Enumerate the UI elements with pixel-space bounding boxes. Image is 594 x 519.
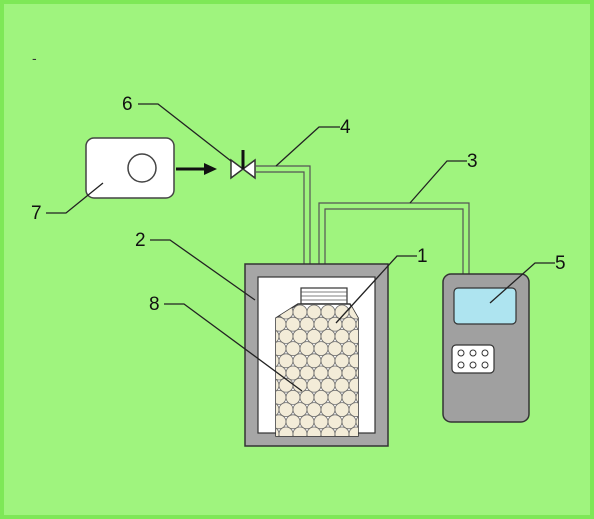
particle bbox=[306, 377, 322, 393]
particle bbox=[278, 328, 294, 344]
particle bbox=[299, 389, 315, 405]
outlet-pipe bbox=[318, 202, 470, 288]
particle bbox=[334, 402, 350, 418]
particle bbox=[334, 353, 350, 369]
particle bbox=[285, 341, 301, 357]
particle bbox=[313, 365, 329, 381]
particle bbox=[313, 389, 329, 405]
particle bbox=[341, 389, 357, 405]
particle bbox=[278, 353, 294, 369]
particle bbox=[341, 316, 357, 332]
particle bbox=[320, 353, 336, 369]
particle bbox=[348, 377, 358, 393]
particle bbox=[355, 316, 358, 332]
particle bbox=[299, 316, 315, 332]
particle bbox=[278, 377, 294, 393]
particle bbox=[348, 353, 358, 369]
particle bbox=[313, 414, 329, 430]
valve bbox=[230, 150, 256, 180]
particle bbox=[292, 328, 308, 344]
particle bbox=[320, 402, 336, 418]
particle bbox=[285, 414, 301, 430]
particle bbox=[341, 365, 357, 381]
particle bbox=[299, 365, 315, 381]
label-2: 2 bbox=[135, 230, 146, 251]
particle bbox=[334, 328, 350, 344]
particle bbox=[299, 414, 315, 430]
particle bbox=[320, 328, 336, 344]
particle bbox=[348, 426, 358, 436]
inlet-pipe bbox=[255, 165, 311, 288]
label-1: 1 bbox=[417, 246, 428, 267]
particle bbox=[285, 365, 301, 381]
handheld-meter bbox=[442, 273, 530, 423]
particle bbox=[278, 402, 294, 418]
particle bbox=[320, 304, 336, 320]
label-8: 8 bbox=[149, 294, 160, 315]
particle bbox=[285, 389, 301, 405]
packed-particles bbox=[276, 304, 358, 436]
particle bbox=[348, 328, 358, 344]
particle bbox=[306, 328, 322, 344]
particle bbox=[355, 341, 358, 357]
label-4: 4 bbox=[340, 117, 351, 138]
particle bbox=[285, 316, 301, 332]
particle bbox=[306, 353, 322, 369]
particle bbox=[327, 365, 343, 381]
particle bbox=[320, 377, 336, 393]
particle bbox=[313, 316, 329, 332]
leader-lines bbox=[46, 103, 555, 392]
gas-source bbox=[85, 137, 175, 199]
particle bbox=[292, 304, 308, 320]
particle bbox=[355, 365, 358, 381]
particle bbox=[348, 402, 358, 418]
particle bbox=[355, 414, 358, 430]
particle bbox=[306, 304, 322, 320]
label-5: 5 bbox=[555, 253, 566, 274]
particle bbox=[327, 341, 343, 357]
label-6: 6 bbox=[122, 94, 133, 115]
tube-with-particles bbox=[275, 287, 359, 437]
particle bbox=[313, 341, 329, 357]
particle bbox=[334, 377, 350, 393]
particle bbox=[299, 341, 315, 357]
stray-mark: - bbox=[32, 50, 37, 66]
particle bbox=[355, 389, 358, 405]
particle bbox=[327, 414, 343, 430]
particle bbox=[292, 353, 308, 369]
particle bbox=[341, 414, 357, 430]
label-3: 3 bbox=[467, 151, 478, 172]
particle bbox=[306, 402, 322, 418]
particle bbox=[327, 389, 343, 405]
arrow-icon bbox=[176, 163, 217, 175]
particle bbox=[341, 341, 357, 357]
particle bbox=[292, 402, 308, 418]
label-7: 7 bbox=[31, 203, 42, 224]
